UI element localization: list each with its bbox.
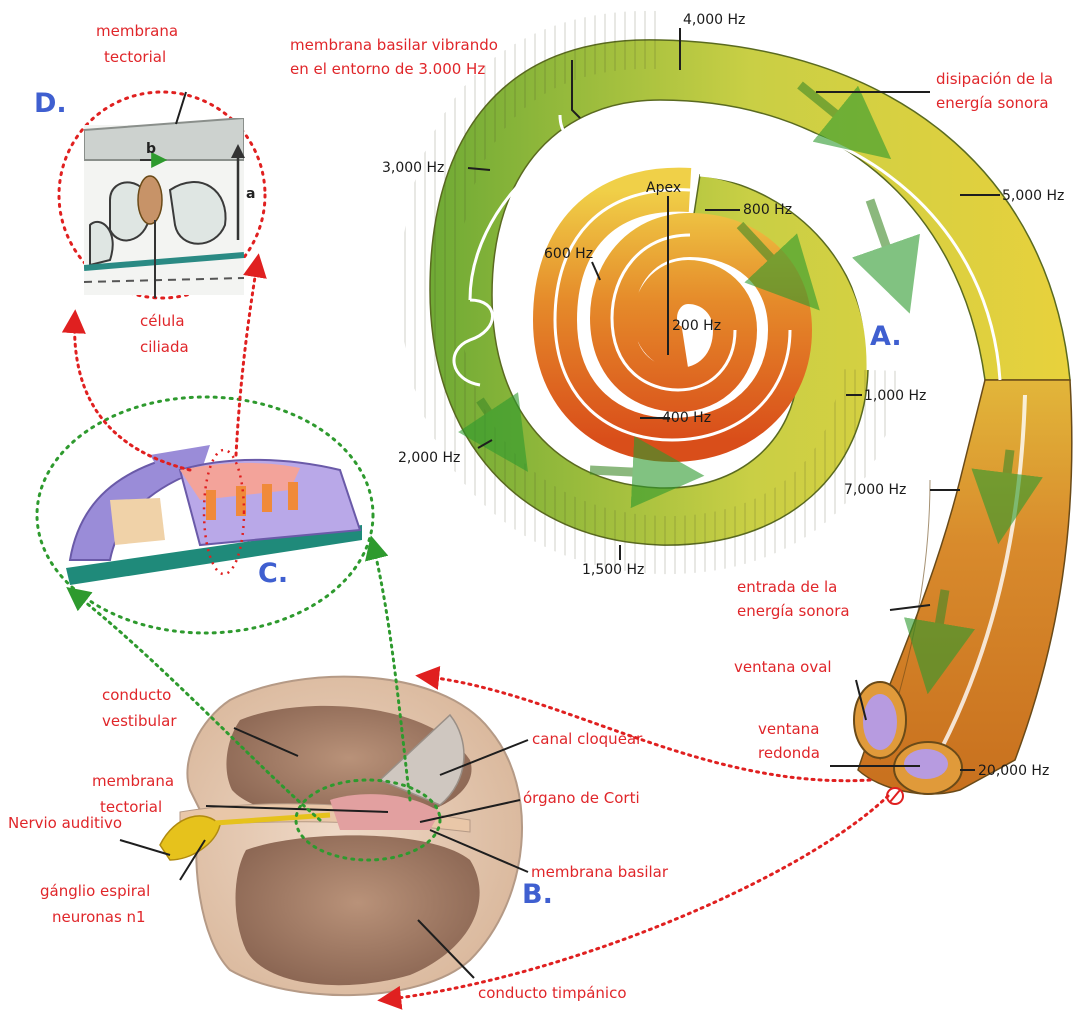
freq-800: 800 Hz	[743, 202, 792, 218]
apex-label: Apex	[646, 180, 681, 196]
axis-a-label: a	[246, 186, 255, 202]
freq-3000: 3,000 Hz	[382, 160, 444, 176]
freq-2000: 2,000 Hz	[398, 450, 460, 466]
tympanic-duct-label: conducto timpánico	[478, 984, 627, 1002]
vestibular-duct-label-2: vestibular	[102, 712, 177, 730]
dissipation-label-2: energía sonora	[936, 94, 1049, 112]
hair-cell-label-2: ciliada	[140, 338, 189, 356]
scala-media-label: canal cloquear	[532, 730, 643, 748]
freq-600: 600 Hz	[544, 246, 593, 262]
freq-5000: 5,000 Hz	[1002, 188, 1064, 204]
axis-b-label: b	[146, 141, 156, 157]
panel-d-letter: D.	[34, 88, 67, 119]
auditory-nerve-label: Nervio auditivo	[8, 814, 122, 832]
d-tectorial-label-1: membrana	[96, 22, 178, 40]
hair-cell-label-1: célula	[140, 312, 185, 330]
panel-d-detail: b a membrana tectorial D. célula ciliada	[34, 22, 265, 356]
spiral-ganglion-label-1: gánglio espiral	[40, 882, 150, 900]
basilar-vibrating-label-2: en el entorno de 3.000 Hz	[290, 60, 485, 78]
basilar-vibrating-label-1: membrana basilar vibrando	[290, 36, 498, 54]
oval-window-label: ventana oval	[734, 658, 832, 676]
dissipation-label-1: disipación de la	[936, 70, 1053, 88]
round-window-label-2: redonda	[758, 744, 820, 762]
freq-7000: 7,000 Hz	[844, 482, 906, 498]
freq-400: 400 Hz	[662, 410, 711, 426]
panel-c-letter: C.	[258, 558, 288, 589]
organ-of-corti-label: órgano de Corti	[523, 789, 640, 807]
spiral-ganglion-label-2: neuronas n1	[52, 908, 146, 926]
vestibular-duct-label-1: conducto	[102, 686, 171, 704]
freq-1500: 1,500 Hz	[582, 562, 644, 578]
d-tectorial-label-2: tectorial	[104, 48, 166, 66]
freq-20000: 20,000 Hz	[978, 763, 1049, 779]
cochlea-spiral	[430, 40, 1072, 804]
panel-a-letter: A.	[870, 321, 902, 352]
freq-4000: 4,000 Hz	[683, 12, 745, 28]
round-window-label-1: ventana	[758, 720, 819, 738]
sound-entry-label-1: entrada de la	[737, 578, 837, 596]
panel-c-detail: C.	[37, 397, 373, 633]
freq-200: 200 Hz	[672, 318, 721, 334]
basilar-membrane-label: membrana basilar	[531, 863, 669, 881]
b-tectorial-label-1: membrana	[92, 772, 174, 790]
sound-entry-label-2: energía sonora	[737, 602, 850, 620]
panel-b-letter: B.	[522, 879, 553, 910]
freq-1000: 1,000 Hz	[864, 388, 926, 404]
